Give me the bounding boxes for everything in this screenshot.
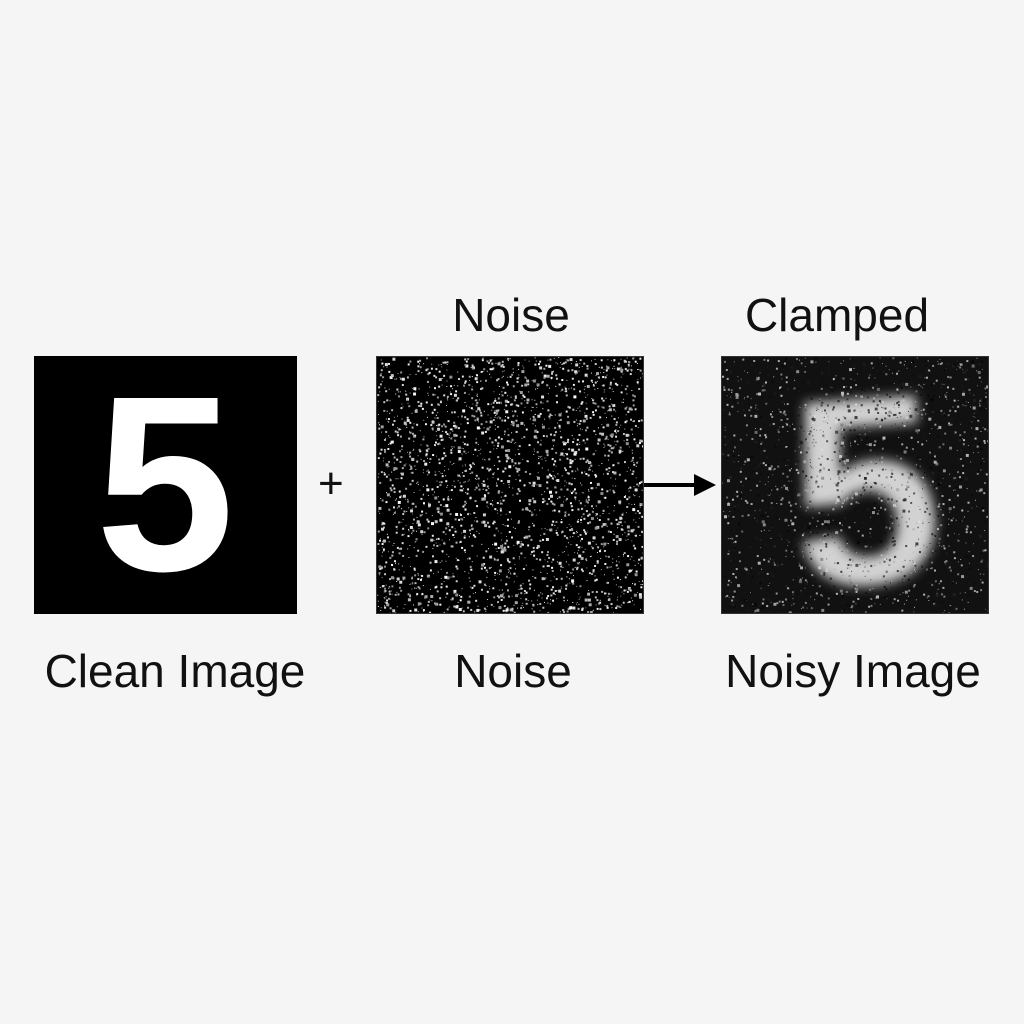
right-arrow-icon [644, 474, 716, 496]
noise-top-label: Noise [452, 289, 570, 341]
noise-caption: Noise [454, 645, 572, 697]
noise-panel [376, 356, 644, 614]
noise-graphic [377, 357, 643, 613]
clean-digit: 5 [95, 356, 234, 614]
clean-digit-graphic: 5 [95, 356, 234, 614]
clean-image-panel: 5 [34, 356, 297, 614]
noisy-graphic: 5 [722, 357, 988, 613]
noisy-digit: 5 [781, 357, 951, 613]
clean-image-caption: Clean Image [44, 645, 306, 697]
noisy-image-panel: 5 [721, 356, 989, 614]
clamped-top-label: Clamped [744, 289, 930, 341]
plus-operator: + [318, 459, 344, 508]
noisy-image-caption: Noisy Image [725, 645, 981, 697]
